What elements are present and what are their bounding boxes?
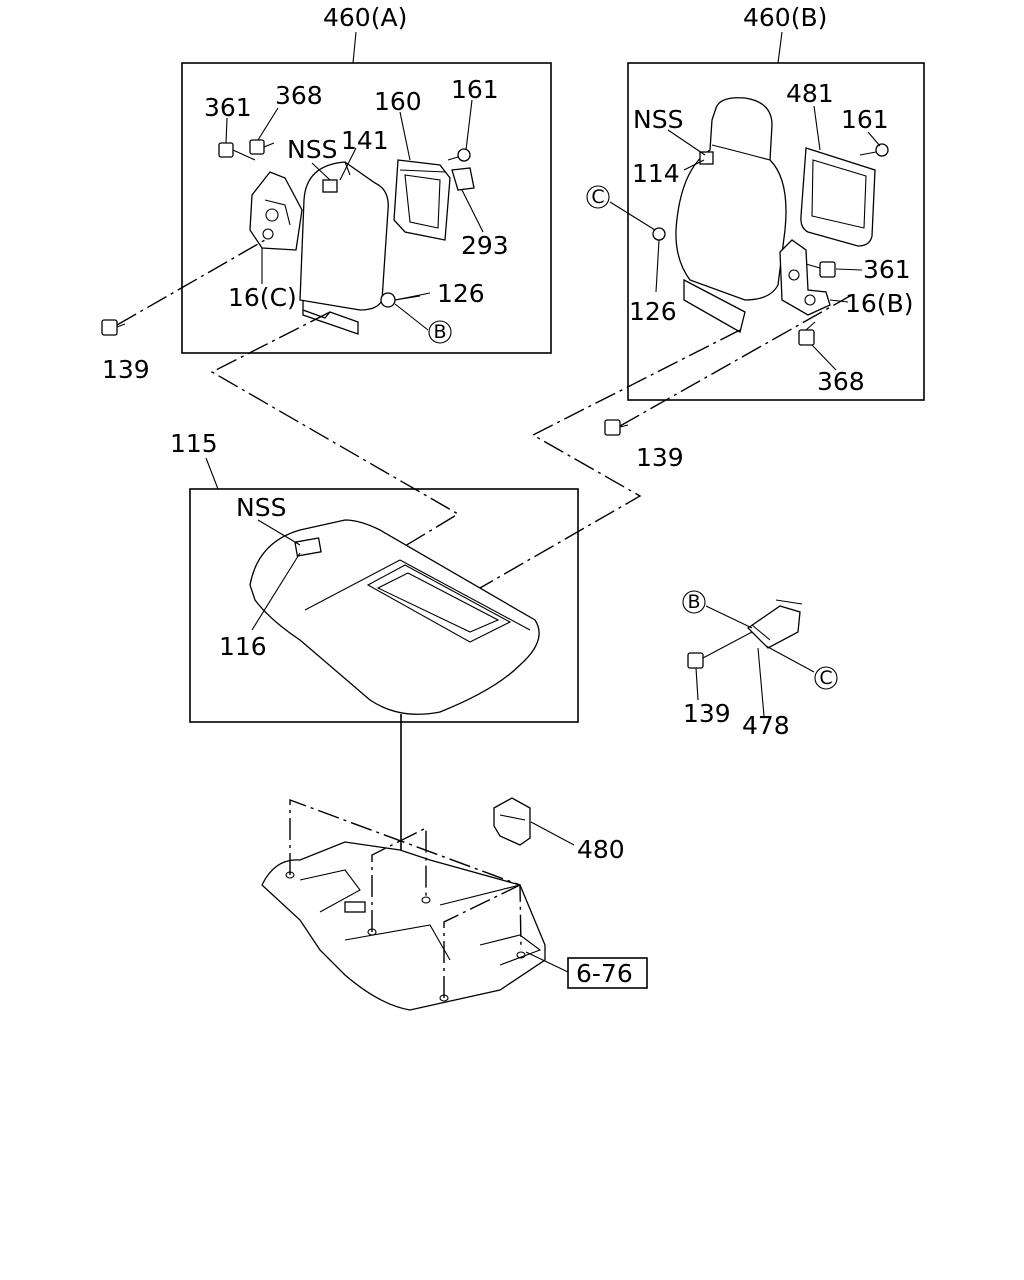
label-368-a: 368	[275, 81, 323, 110]
screw-161-b	[859, 143, 889, 157]
bracket-478-detail: B C 139 478	[682, 590, 838, 740]
floor-pan	[261, 798, 546, 1011]
bolt-139-a	[101, 319, 126, 336]
label-460b: 460(B)	[743, 3, 827, 32]
label-116: 116	[219, 632, 267, 661]
seat-back-a	[299, 161, 389, 335]
label-160: 160	[374, 87, 422, 116]
label-16b: 16(B)	[845, 289, 913, 318]
bolt-361-b	[805, 261, 836, 278]
hinge-bracket-16c	[249, 171, 303, 251]
bolt-368-a	[249, 139, 275, 155]
label-293: 293	[461, 231, 509, 260]
label-161-a: 161	[451, 75, 499, 104]
svg-text:C: C	[819, 667, 832, 689]
assembly-460b-frame	[627, 62, 925, 401]
bolt-368-b	[798, 321, 816, 346]
label-126-a: 126	[437, 279, 485, 308]
label-114: 114	[632, 159, 680, 188]
label-16c: 16(C)	[228, 283, 297, 312]
connector-a-to-cushion	[210, 311, 460, 547]
label-460a: 460(A)	[323, 3, 407, 32]
label-141: 141	[341, 126, 389, 155]
label-139-d: 139	[683, 699, 731, 728]
marker-c-d: C	[814, 666, 838, 690]
panel-481	[800, 147, 876, 247]
assembly-460b: 460(B)	[586, 3, 925, 472]
marker-c-b: C	[586, 185, 610, 209]
clip-480: 480	[493, 797, 625, 864]
marker-b-d: B	[682, 590, 706, 614]
label-139-a: 139	[102, 355, 150, 384]
connector-b-to-cushion	[479, 329, 741, 589]
assembly-460a: 460(A)	[101, 3, 552, 384]
hinge-bracket-16b	[779, 239, 831, 316]
label-478: 478	[742, 711, 790, 740]
svg-text:B: B	[687, 591, 700, 613]
label-361-a: 361	[204, 93, 252, 122]
bolt-139-d	[687, 631, 753, 669]
cushion-frame	[189, 488, 579, 723]
label-ref-6-76: 6-76	[576, 959, 633, 988]
label-nss-b: NSS	[633, 105, 683, 134]
panel-160	[393, 159, 451, 241]
reference-box-6-76: 6-76	[525, 951, 648, 989]
svg-text:C: C	[591, 186, 604, 208]
bolt-139-b	[604, 419, 629, 436]
label-368-b: 368	[817, 367, 865, 396]
label-nss-c: NSS	[236, 493, 286, 522]
label-nss-a: NSS	[287, 135, 337, 164]
svg-text:B: B	[433, 321, 446, 343]
seat-cushion-115: 115 NSS 116	[170, 429, 579, 723]
label-480: 480	[577, 835, 625, 864]
bolt-126-a	[380, 292, 421, 308]
marker-b-a: B	[428, 320, 452, 344]
label-481: 481	[786, 79, 834, 108]
screw-161-a	[447, 148, 471, 162]
label-139-b: 139	[636, 443, 684, 472]
label-361-b: 361	[863, 255, 911, 284]
label-126-b: 126	[629, 297, 677, 326]
bolt-361-a	[218, 142, 256, 161]
seat-back-b	[675, 97, 787, 333]
label-161-b: 161	[841, 105, 889, 134]
clip-293	[451, 167, 475, 191]
assembly-460a-frame	[181, 62, 552, 354]
label-115: 115	[170, 429, 218, 458]
